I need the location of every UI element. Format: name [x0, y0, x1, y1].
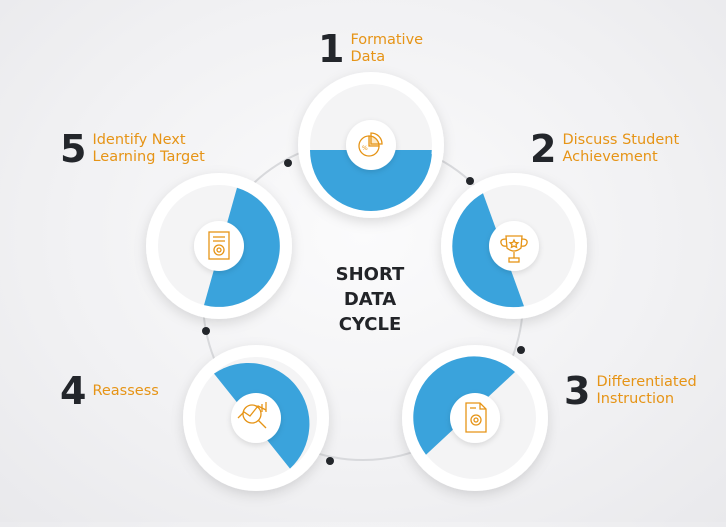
step-4-label: 4 Reassess [60, 372, 159, 410]
step-2-node [441, 173, 587, 319]
step-5-text: Identify Next Learning Target [92, 132, 204, 166]
step-2-line2: Achievement [562, 149, 658, 165]
step-2-label: 2 Discuss Student Achievement [530, 130, 679, 168]
step-3-label: 3 Differentiated Instruction [564, 372, 697, 410]
center-title-line3: CYCLE [338, 314, 402, 335]
step-4-number: 4 [60, 369, 87, 413]
step-2-text: Discuss Student Achievement [562, 132, 679, 166]
step-3-line1: Differentiated [596, 374, 697, 390]
center-title-line1: SHORT [335, 264, 405, 285]
step-5-label: 5 Identify Next Learning Target [60, 130, 205, 168]
step-3-line2: Instruction [596, 391, 675, 407]
connector-dot [284, 159, 292, 167]
step-4-line1: Reassess [92, 382, 159, 399]
step-1-number: 1 [318, 27, 345, 71]
target-document-icon [208, 231, 230, 260]
magnifier-chart-icon [237, 402, 267, 429]
connector-dot [326, 457, 334, 465]
trophy-icon [500, 235, 528, 263]
step-1-label: 1 Formative Data [318, 30, 423, 68]
connector-dot [202, 327, 210, 335]
center-title: SHORT DATA CYCLE [300, 262, 440, 337]
document-gear-icon [465, 402, 487, 433]
step-1-text: Formative Data [350, 32, 423, 66]
pie-chart-icon: % [358, 132, 383, 157]
connector-dot [466, 177, 474, 185]
step-1-line2: Data [350, 49, 386, 65]
step-5-line2: Learning Target [92, 149, 205, 165]
step-2-number: 2 [530, 127, 557, 171]
step-4-node [183, 345, 329, 491]
step-5-line1: Identify Next [92, 132, 186, 148]
svg-text:%: % [362, 145, 368, 152]
step-2-line1: Discuss Student [562, 132, 680, 148]
center-title-line2: DATA [343, 289, 397, 310]
step-3-text: Differentiated Instruction [596, 374, 696, 408]
step-3-number: 3 [564, 369, 591, 413]
step-4-text: Reassess [92, 383, 158, 400]
connector-dot [517, 346, 525, 354]
step-5-node [146, 173, 292, 319]
step-1-line1: Formative [350, 32, 424, 48]
step-5-number: 5 [60, 127, 87, 171]
step-3-node [402, 345, 548, 491]
step-1-node: % [298, 72, 444, 218]
